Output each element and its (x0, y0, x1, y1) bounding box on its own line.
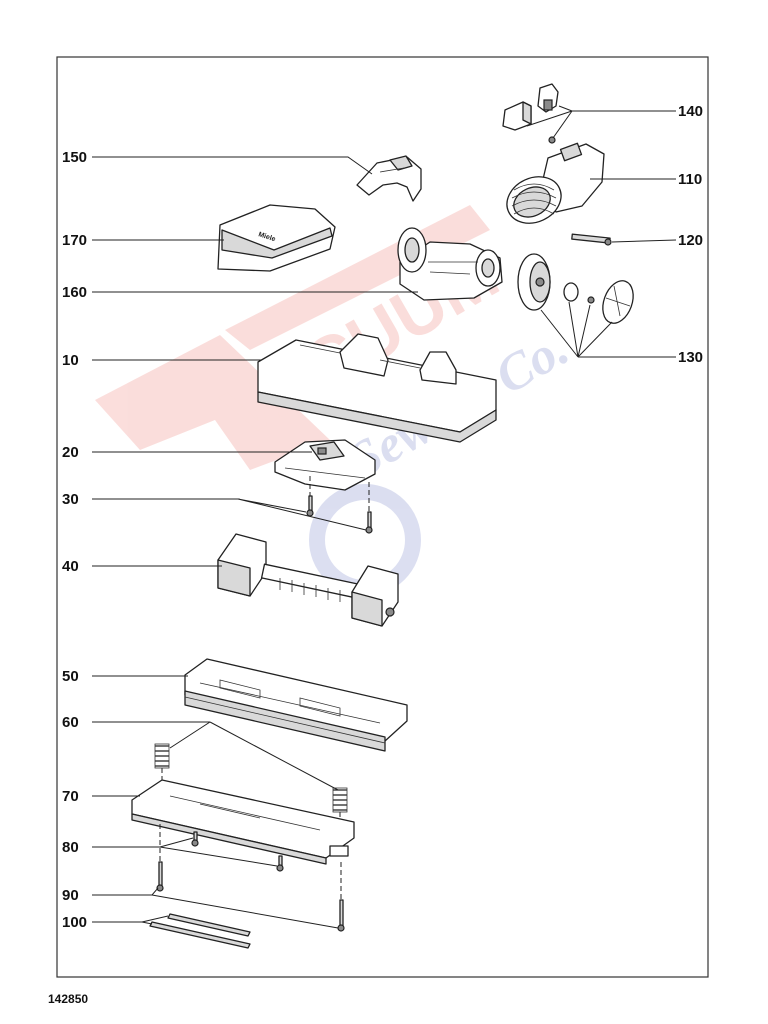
callout-80: 80 (62, 839, 79, 856)
part-50-sole-plate (184, 658, 408, 752)
part-110-swivel-neck (506, 142, 605, 224)
leader-130 (540, 301, 676, 358)
leader-150 (92, 156, 373, 175)
leader-90 (92, 887, 339, 929)
part-70-base-frame (131, 779, 355, 865)
part-100-strips (149, 913, 251, 949)
callout-110: 110 (678, 171, 702, 188)
part-150-bracket (356, 155, 422, 202)
part-30-screws (306, 476, 373, 534)
part-130-wheel-set (517, 253, 634, 324)
diagram-frame (56, 56, 709, 978)
part-10-upper-housing (257, 333, 497, 443)
part-40-brush-roller (217, 533, 399, 627)
callout-140: 140 (678, 103, 703, 120)
callout-10: 10 (62, 352, 79, 369)
callout-170: 170 (62, 232, 87, 249)
leader-60 (92, 721, 339, 791)
part-170-top-cover: Miele (217, 204, 336, 272)
leader-80 (92, 837, 278, 867)
leader-120 (611, 239, 677, 243)
callout-30: 30 (62, 491, 79, 508)
diagram-id: 142850 (48, 992, 89, 1006)
callout-120: 120 (678, 232, 703, 249)
callout-20: 20 (62, 444, 79, 461)
leader-140 (526, 105, 676, 139)
callout-90: 90 (62, 887, 79, 904)
callout-50: 50 (62, 668, 79, 685)
leader-100 (92, 915, 169, 925)
part-80-screws (191, 831, 284, 872)
part-140-cap-set (502, 83, 559, 144)
callout-40: 40 (62, 558, 79, 575)
part-120-axle-pin (571, 233, 612, 246)
callout-70: 70 (62, 788, 79, 805)
part-160-joint-housing (397, 227, 503, 301)
callout-60: 60 (62, 714, 79, 731)
leader-30 (92, 498, 367, 531)
callout-160: 160 (62, 284, 87, 301)
callout-100: 100 (62, 914, 87, 931)
part-90-long-screws (156, 824, 345, 932)
callout-130: 130 (678, 349, 703, 366)
callout-150: 150 (62, 149, 87, 166)
